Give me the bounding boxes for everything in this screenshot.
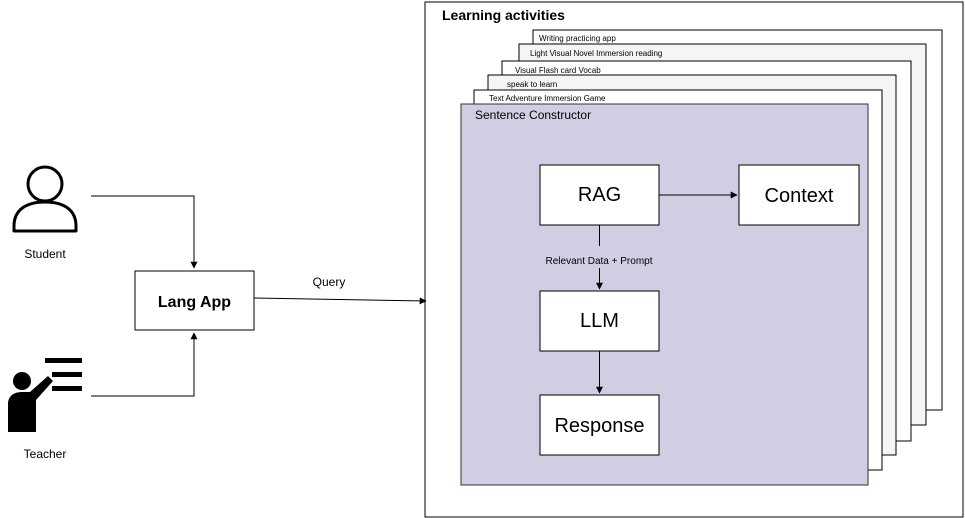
llm-node[interactable]	[539, 290, 660, 352]
person-icon	[12, 165, 78, 233]
activity-label-flashcard: Visual Flash card Vocab	[515, 66, 601, 75]
activity-label-writing: Writing practicing app	[539, 34, 616, 43]
query-edge	[253, 297, 427, 305]
student-label: Student	[24, 247, 66, 261]
response-node[interactable]	[539, 394, 660, 456]
context-label: Context	[765, 185, 834, 207]
relevant-data-prompt-label: Relevant Data + Prompt	[546, 256, 653, 267]
activity-label-text-adventure: Text Adventure Immersion Game	[489, 94, 606, 103]
lang-app-node[interactable]	[134, 270, 255, 331]
activity-label-speak: speak to learn	[507, 80, 557, 89]
rag-node[interactable]	[539, 164, 660, 226]
teacher-label: Teacher	[24, 447, 67, 461]
student-to-lang-app-edge	[91, 195, 198, 269]
context-node[interactable]	[738, 164, 860, 226]
teacher-presentation-icon	[8, 358, 82, 432]
query-label: Query	[313, 275, 346, 289]
sentence-constructor-title: Sentence Constructor	[475, 108, 591, 122]
llm-label: LLM	[580, 310, 619, 332]
lang-app-label: Lang App	[158, 294, 231, 311]
activity-label-visual-novel: Light Visual Novel Immersion reading	[530, 49, 662, 58]
teacher-to-lang-app-edge	[91, 332, 198, 397]
sentence-constructor-panel[interactable]	[460, 103, 869, 486]
learning-activities-title: Learning activities	[442, 7, 565, 23]
rag-label: RAG	[578, 184, 621, 206]
response-label: Response	[554, 415, 644, 437]
